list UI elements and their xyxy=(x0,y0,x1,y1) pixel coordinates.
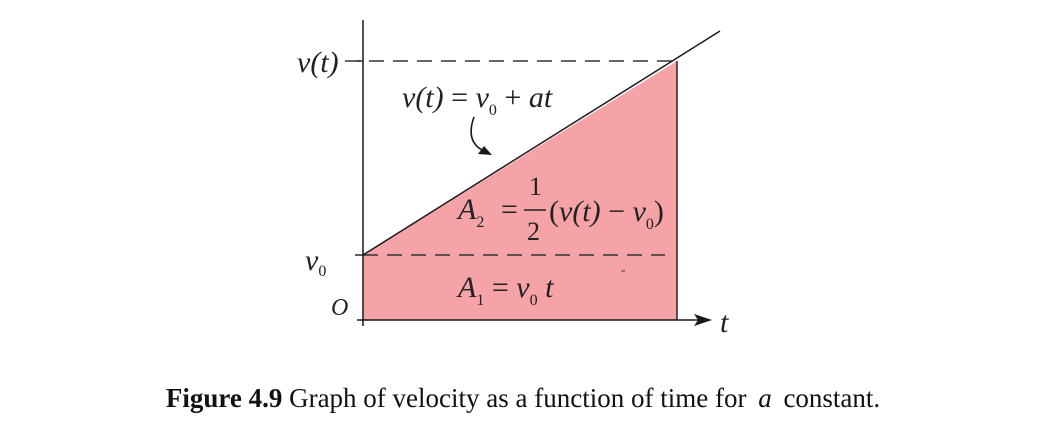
y-label-v0: v0 xyxy=(305,244,326,280)
y-label-vt: v(t) xyxy=(297,46,339,79)
caption-text: Graph of velocity as a function of time … xyxy=(289,383,747,413)
figure-caption: Figure 4.9 Graph of velocity as a functi… xyxy=(0,383,1046,414)
line-equation: v(t) = v0 + at xyxy=(402,81,553,122)
origin-label: O xyxy=(331,295,348,321)
svg-text:=: = xyxy=(501,193,518,226)
caption-text-end: constant. xyxy=(783,383,881,413)
svg-text:(v(t) − v0): (v(t) − v0) xyxy=(549,195,664,233)
caption-label: Figure 4.9 xyxy=(165,383,283,413)
area1-formula: A1 = v0 t xyxy=(456,271,554,312)
velocity-line xyxy=(362,30,721,256)
pointer-arrow xyxy=(470,116,485,152)
x-label-t: t xyxy=(720,306,729,339)
caption-variable: a xyxy=(758,383,772,413)
pointer-arrowhead xyxy=(478,146,492,155)
svg-text:1: 1 xyxy=(529,172,542,201)
svg-text:A2: A2 xyxy=(456,193,484,231)
area2-formula: A2 = 1 2 (v(t) − v0) xyxy=(456,172,664,246)
x-axis-arrowhead xyxy=(694,314,712,326)
svg-text:2: 2 xyxy=(527,217,540,246)
